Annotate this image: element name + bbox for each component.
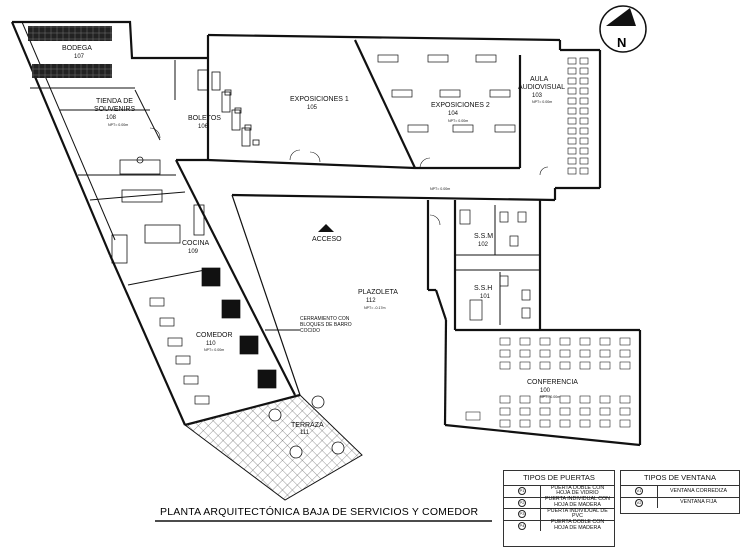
bodega-shelf-bottom bbox=[32, 64, 112, 78]
bodega-shelf-top bbox=[28, 26, 112, 41]
comedor-npt: NPT= 0.00m bbox=[204, 348, 224, 352]
bodega-code: 107 bbox=[74, 54, 85, 60]
north-arrow: N bbox=[599, 5, 647, 53]
terraza-floor-cross bbox=[185, 395, 362, 500]
legend-ventana-row: V1 VENTANA CORREDIZA bbox=[621, 486, 739, 498]
hall-npt: NPT= 0.00m bbox=[430, 187, 450, 191]
terraza-label: TERRAZA bbox=[291, 422, 324, 429]
comedor-label: COMEDOR bbox=[196, 332, 233, 339]
door-p1-icon: P1 bbox=[518, 487, 526, 496]
interior-walls bbox=[30, 60, 540, 331]
tienda-code: 108 bbox=[106, 115, 117, 121]
legend-ventana: TIPOS DE VENTANA V1 VENTANA CORREDIZA V2… bbox=[620, 470, 740, 514]
comedor-code: 110 bbox=[206, 341, 216, 347]
plazoleta-npt: NPT= -0.17m bbox=[364, 306, 385, 310]
legend-ventana-title: TIPOS DE VENTANA bbox=[621, 471, 739, 486]
tienda-label-1: TIENDA DE bbox=[96, 98, 133, 105]
aula-label-2: AUDIOVISUAL bbox=[518, 84, 565, 91]
door-p3-icon: P3 bbox=[518, 510, 526, 519]
room-labels: BODEGA 107 TIENDA DE SOUVENIRS 108 NPT= … bbox=[62, 45, 578, 436]
cerramiento-line3: COCIDO bbox=[300, 328, 320, 334]
exposiciones2-label: EXPOSICIONES 2 bbox=[431, 102, 490, 109]
ssm-code: 102 bbox=[478, 242, 489, 248]
conferencia-code: 100 bbox=[540, 388, 551, 394]
boletos-counter bbox=[197, 69, 260, 147]
legend-ventana-row: V2 VENTANA FIJA bbox=[621, 497, 739, 508]
door-p2-icon: P2 bbox=[518, 498, 526, 507]
drawing-title: PLANTA ARQUITECTÓNICA BAJA DE SERVICIOS … bbox=[160, 505, 478, 518]
tienda-label-2: SOUVENIRS bbox=[94, 106, 136, 113]
ssh-label: S.S.H bbox=[474, 285, 492, 292]
cocina-code: 109 bbox=[188, 249, 199, 255]
aula-npt: NPT= 0.00m bbox=[532, 100, 552, 104]
north-label: N bbox=[617, 35, 626, 50]
exposiciones2-npt: NPT= 0.00m bbox=[448, 119, 468, 123]
terraza-code: 111 bbox=[300, 430, 310, 436]
ssm-label: S.S.M bbox=[474, 233, 493, 240]
exposiciones2-code: 104 bbox=[448, 111, 459, 117]
comedor-tables bbox=[149, 267, 277, 405]
acceso-arrow bbox=[318, 224, 334, 232]
window-v1-icon: V1 bbox=[635, 487, 643, 496]
aula-seats bbox=[567, 57, 589, 175]
plazoleta-code: 112 bbox=[366, 298, 376, 304]
tienda-npt: NPT= 0.00m bbox=[108, 123, 128, 127]
exposiciones1-code: 105 bbox=[307, 105, 318, 111]
door-swings bbox=[149, 127, 549, 226]
boletos-code: 106 bbox=[198, 124, 209, 130]
cerramiento-line2: BLOQUES DE BARRO bbox=[300, 322, 352, 328]
exhibit-panels bbox=[377, 54, 516, 133]
conferencia-seats bbox=[465, 337, 631, 428]
exposiciones1-label: EXPOSICIONES 1 bbox=[290, 96, 349, 103]
kitchen-counters bbox=[111, 156, 205, 264]
conferencia-label: CONFERENCIA bbox=[527, 379, 578, 386]
plazoleta-label: PLAZOLETA bbox=[358, 289, 398, 296]
door-p4-icon: P4 bbox=[518, 521, 526, 530]
acceso-label: ACCESO bbox=[312, 236, 342, 243]
conferencia-npt: NPT= 0.00m bbox=[540, 395, 560, 399]
ssh-code: 101 bbox=[480, 294, 491, 300]
window-v2-icon: V2 bbox=[635, 498, 643, 507]
bodega-label: BODEGA bbox=[62, 45, 92, 52]
aula-code: 103 bbox=[532, 93, 543, 99]
cocina-label: COCINA bbox=[182, 240, 210, 247]
aula-label-1: AULA bbox=[530, 76, 549, 83]
boletos-label: BOLETOS bbox=[188, 115, 221, 122]
restroom-fixtures bbox=[459, 209, 531, 321]
cerramiento-line1: CERRAMIENTO CON bbox=[300, 316, 350, 322]
terraza-tables bbox=[268, 395, 345, 459]
legend-puertas-title: TIPOS DE PUERTAS bbox=[504, 471, 614, 486]
